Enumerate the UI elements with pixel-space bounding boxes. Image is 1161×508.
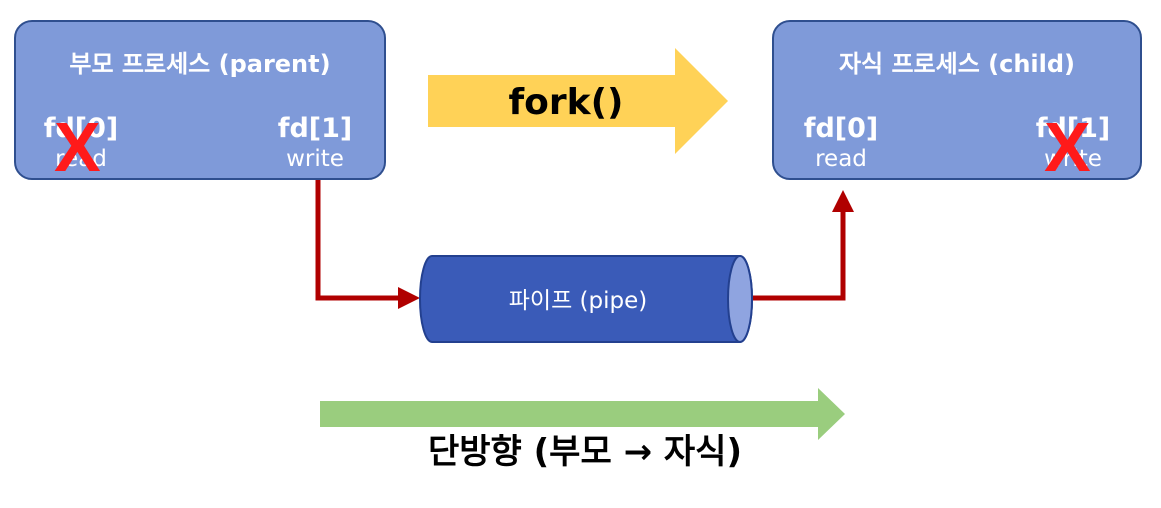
parent-fd1-mode: write [286,146,344,172]
child-fd0-mode: read [815,146,867,172]
parent-fd0-closed-mark: X [54,108,101,186]
fork-label: fork() [509,82,624,123]
child-fd1: fd[1] write [1028,114,1118,174]
pipe-to-child-arrowhead [832,190,854,212]
parent-to-pipe-arrow [315,180,400,301]
child-fd1-closed-mark: X [1044,108,1091,186]
pipe-cylinder [419,255,753,343]
fork-arrow [428,48,728,154]
pipe-label: 파이프 (pipe) [509,288,647,314]
pipe-to-child-arrow [752,210,846,301]
parent-title: 부모 프로세스 (parent) [69,50,331,78]
parent-fd0-label: fd[0] [43,113,119,144]
child-fd1-mode: write [1044,146,1102,172]
child-fd0-label: fd[0] [803,113,879,144]
child-process-box: 자식 프로세스 (child) fd[0] read fd[1] write X [772,20,1142,186]
direction-caption: 단방향 (부모 → 자식) [427,432,743,472]
direction-arrow [320,388,845,440]
parent-fd1: fd[1] write [270,114,360,174]
parent-fd0: fd[0] read [36,114,126,174]
parent-to-pipe-arrowhead [398,287,420,309]
parent-fd0-mode: read [55,146,107,172]
child-title: 자식 프로세스 (child) [838,50,1076,78]
parent-fd1-label: fd[1] [277,113,353,144]
child-fd1-label: fd[1] [1035,113,1111,144]
child-fd0: fd[0] read [796,114,886,174]
parent-process-box: 부모 프로세스 (parent) fd[0] read fd[1] write … [14,20,386,186]
